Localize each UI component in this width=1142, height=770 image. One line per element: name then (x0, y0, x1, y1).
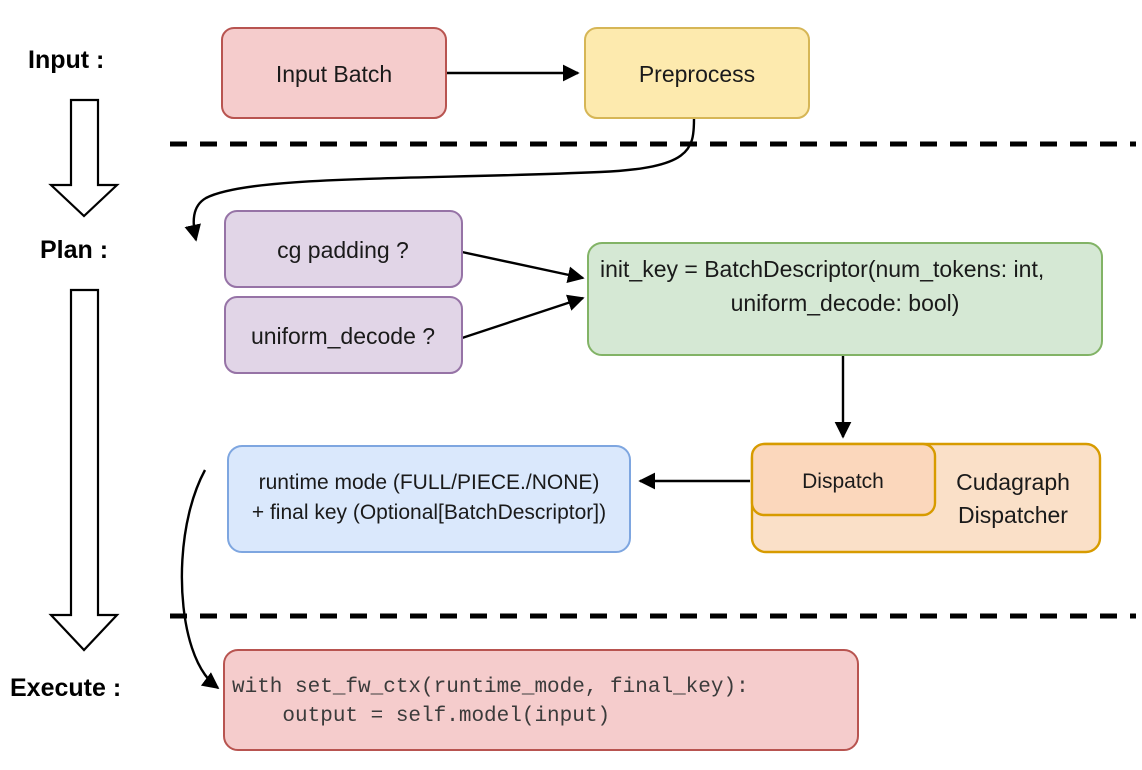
execute-code-box[interactable] (223, 649, 859, 751)
plan-to-execute-arrow (48, 288, 120, 652)
runtime-mode-line-1: runtime mode (FULL/PIECE./NONE) (259, 471, 600, 494)
dispatch-box[interactable] (750, 442, 937, 517)
node-input-batch[interactable]: Input Batch (221, 27, 447, 119)
edge-uniform-decode-to-init-key (461, 294, 585, 340)
node-cg-padding[interactable]: cg padding ? (224, 210, 463, 288)
preprocess-label: Preprocess (639, 61, 755, 87)
stage-label-plan: Plan : (40, 236, 108, 264)
edge-cg-padding-to-init-key (461, 250, 585, 284)
runtime-mode-box[interactable] (227, 445, 631, 553)
preprocess-box[interactable] (584, 27, 810, 119)
cudagraph-dispatcher-label-line-1: Cudagraph (956, 469, 1070, 495)
edge-preprocess-to-cg-padding (184, 118, 696, 242)
uniform-decode-box[interactable] (224, 296, 463, 374)
execute-code-line-2: output = self.model(input) (232, 705, 610, 728)
node-preprocess[interactable]: Preprocess (584, 27, 810, 119)
uniform-decode-label: uniform_decode ? (251, 323, 435, 349)
input-to-plan-arrow (48, 98, 120, 218)
stage-label-execute: Execute : (10, 674, 121, 702)
dispatch-label: Dispatch (802, 470, 884, 493)
node-uniform-decode[interactable]: uniform_decode ? (224, 296, 463, 374)
node-cudagraph-dispatcher[interactable]: Cudagraph Dispatcher Dispatch (750, 442, 1102, 554)
cg-padding-box[interactable] (224, 210, 463, 288)
input-batch-label: Input Batch (276, 61, 392, 87)
init-key-line-1: init_key = BatchDescriptor(num_tokens: i… (600, 256, 1044, 282)
cg-padding-label: cg padding ? (277, 237, 409, 263)
execute-code-line-1: with set_fw_ctx(runtime_mode, final_key)… (232, 676, 749, 699)
stage-label-input: Input : (28, 46, 104, 74)
init-key-box[interactable] (587, 242, 1103, 356)
input-batch-box[interactable] (221, 27, 447, 119)
node-init-key[interactable]: init_key = BatchDescriptor(num_tokens: i… (587, 242, 1103, 356)
edge-runtime-mode-to-execute-code (180, 469, 220, 690)
node-execute-code[interactable]: with set_fw_ctx(runtime_mode, final_key)… (223, 649, 859, 751)
runtime-mode-line-2: + final key (Optional[BatchDescriptor]) (252, 501, 606, 524)
init-key-line-2: uniform_decode: bool) (731, 290, 960, 316)
node-runtime-mode[interactable]: runtime mode (FULL/PIECE./NONE) + final … (227, 445, 631, 553)
cudagraph-dispatcher-label-line-2: Dispatcher (958, 502, 1068, 528)
